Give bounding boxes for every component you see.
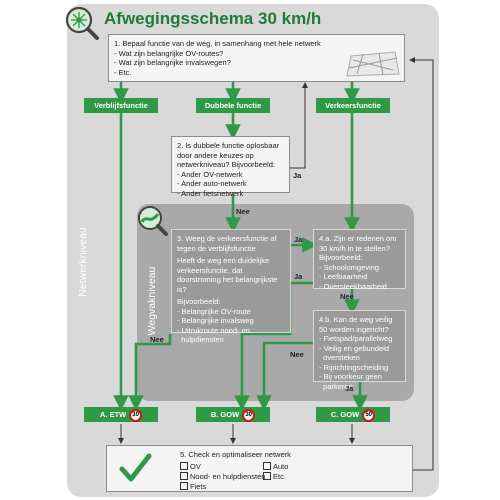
step3-example-label: Bijvoorbeeld: xyxy=(177,297,221,306)
page-title: Afwegingsschema 30 km/h xyxy=(104,9,322,28)
checkbox[interactable] xyxy=(180,472,188,480)
result-a-label: A. ETW xyxy=(99,410,127,419)
function-verkeer: Verkeersfunctie xyxy=(316,98,390,113)
step4b-item: - Bij voorkeur geen xyxy=(319,372,382,381)
green-checkmark-icon xyxy=(118,451,152,485)
step4b-item: parkeren xyxy=(319,381,353,391)
speed-sign-icon: 50 xyxy=(362,408,376,422)
function-dubbel: Dubbele functie xyxy=(196,98,270,113)
result-c-label: C. GOW xyxy=(330,410,360,419)
step4b-item: - Rijrichtingscheiding xyxy=(319,362,389,372)
option-label: Nood- en hulpdiensten xyxy=(190,472,266,481)
step2-item: - Ander auto-netwerk xyxy=(177,179,247,188)
step1-text: 1. Bepaal functie van de weg, in samenha… xyxy=(114,39,321,48)
speed-sign-icon: 30 xyxy=(129,408,143,422)
step4a-item: - Oversteekbaarheid xyxy=(319,281,387,291)
step4b-ja-label: Ja xyxy=(345,384,354,393)
step2-ja-label: Ja xyxy=(293,171,302,180)
step3-text: 3. Weeg de verkeersfunctie af tegen de v… xyxy=(177,234,277,253)
step4a-box: 4.a. Zijn er redenen om 30 km/h in te st… xyxy=(313,229,406,291)
step1-item: - Wat zijn belangrijke OV-routes? xyxy=(114,48,224,58)
function-verblijf: Verblijfsfunctie xyxy=(84,98,158,113)
step2-item: - Ander fietsnetwerk xyxy=(177,188,244,198)
step4b-box: 4.b. Kan de weg veilig 50 worden ingeric… xyxy=(313,310,406,391)
step3-item: - Belangrijke OV-route xyxy=(177,306,251,316)
option-label: Fiets xyxy=(190,482,207,491)
option-label: Etc. xyxy=(273,472,286,481)
step4a-item: - Leefbaarheid xyxy=(319,272,368,281)
road-magnifier-icon xyxy=(136,205,168,237)
option-label: Auto xyxy=(273,462,289,471)
step3-box: 3. Weeg de verkeersfunctie af tegen de v… xyxy=(171,229,291,344)
step4a-example-label: Bijvoorbeeld: xyxy=(319,253,363,262)
step3-item: - Belangrijke invalsweg xyxy=(177,316,254,325)
step4a-text: 4.a. Zijn er redenen om 30 km/h in te st… xyxy=(319,234,397,253)
step4a-ja-label: Ja xyxy=(294,272,303,281)
step3-question: Heeft de weg een duidelijke verkeersfunc… xyxy=(177,256,278,294)
option-label: OV xyxy=(190,462,201,471)
step5-text: 5. Check en optimaliseer netwerk xyxy=(180,450,291,459)
result-b-label: B. GOW xyxy=(210,410,240,419)
speed-sign-icon: 30 xyxy=(242,408,256,422)
network-map-icon xyxy=(343,48,403,80)
step4b-nee-label: Nee xyxy=(290,350,304,359)
option-etc[interactable]: Etc. xyxy=(263,472,286,481)
step4b-text: 4.b. Kan de weg veilig 50 worden ingeric… xyxy=(319,315,393,334)
step2-box: 2. Is dubbele functie oplosbaar door and… xyxy=(171,136,290,198)
network-magnifier-icon xyxy=(64,6,100,42)
step4b-item: - Veilig en gebundeld xyxy=(319,343,390,353)
checkbox[interactable] xyxy=(263,472,271,480)
step4b-item: - Fietspad/parallelweg xyxy=(319,334,393,343)
option-nood[interactable]: Nood- en hulpdiensten xyxy=(180,472,265,481)
step2-item: - Ander OV-netwerk xyxy=(177,169,243,179)
step4a-item: - Schoolomgeving xyxy=(319,262,380,272)
step3-nee-label: Nee xyxy=(150,335,164,344)
step5-box xyxy=(106,445,413,492)
step3-item: - Uitrukroute nood- en xyxy=(177,325,250,335)
step3-ja-label: Ja xyxy=(294,235,303,244)
step2-text: 2. Is dubbele functie oplosbaar door and… xyxy=(177,141,280,169)
checkbox[interactable] xyxy=(263,462,271,470)
option-ov[interactable]: OV xyxy=(180,462,201,471)
step4a-nee-label: Nee xyxy=(340,292,354,301)
checkbox[interactable] xyxy=(180,462,188,470)
step2-nee-label: Nee xyxy=(236,207,250,216)
step4b-item: oversteken xyxy=(319,353,360,362)
checkbox[interactable] xyxy=(180,482,188,490)
option-auto[interactable]: Auto xyxy=(263,462,288,471)
option-fiets[interactable]: Fiets xyxy=(180,482,206,491)
step1-item: - Wat zijn belangrijke invalswegen? xyxy=(114,58,231,67)
step3-item: hulpdiensten xyxy=(177,335,224,344)
step1-item: - Etc. xyxy=(114,67,132,77)
